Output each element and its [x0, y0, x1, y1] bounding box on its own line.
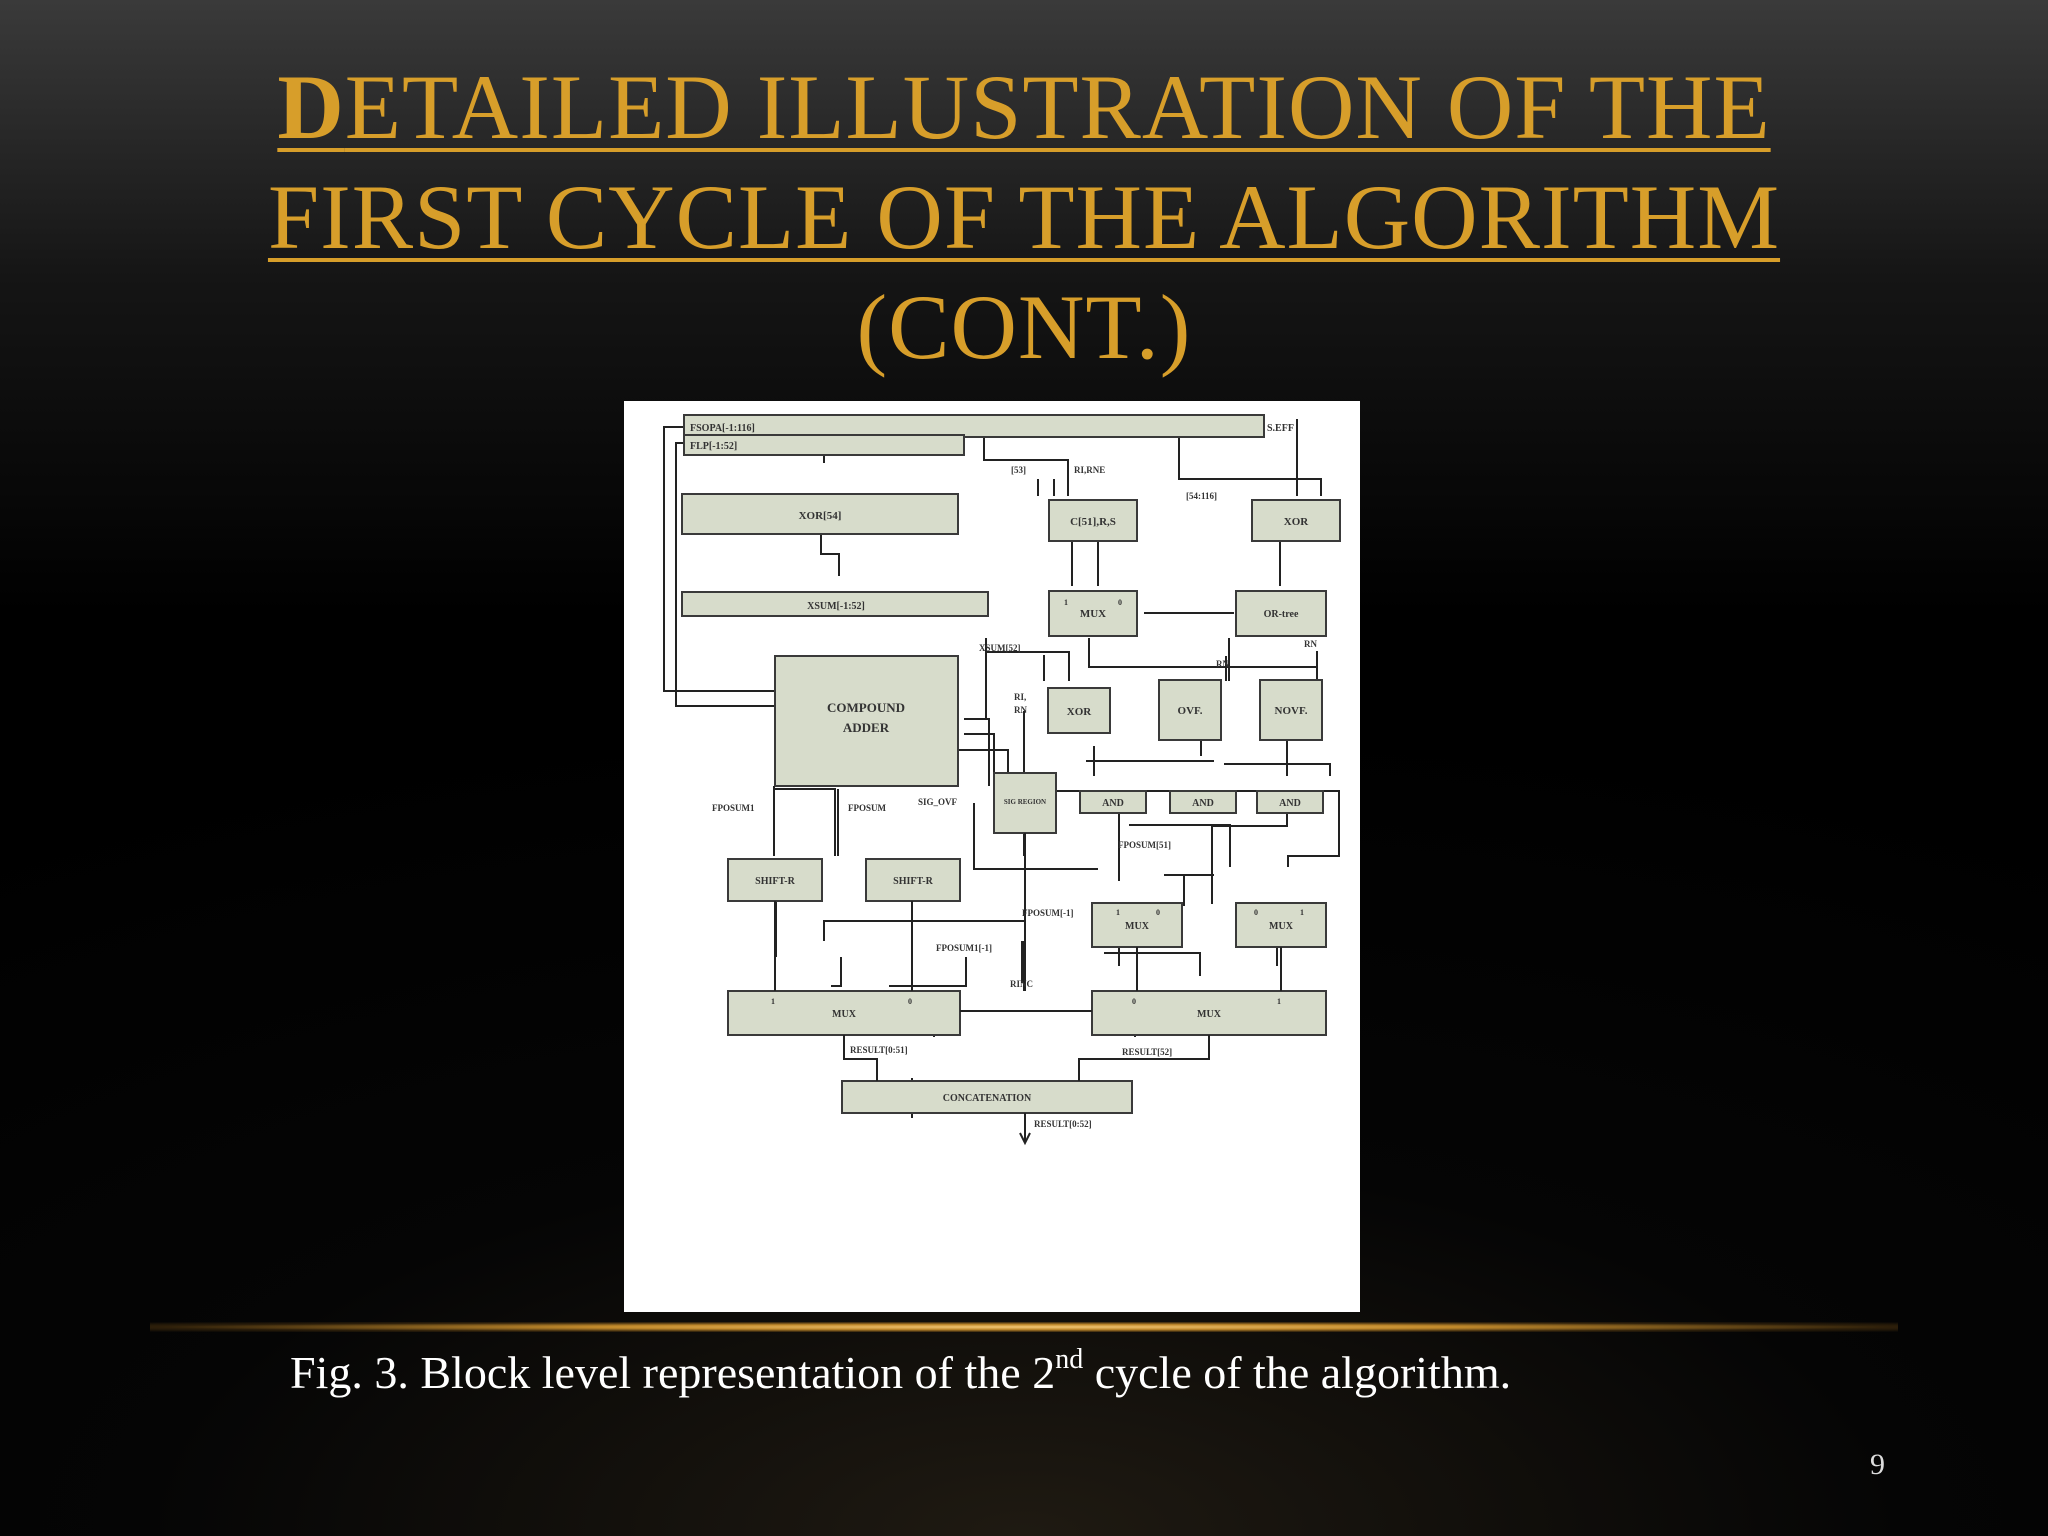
- c51rs-block: C[51],R,S: [1048, 499, 1138, 542]
- shift-r-block-2: SHIFT-R: [865, 858, 961, 902]
- mux-mid2-in-0: 0: [1254, 908, 1258, 917]
- fsopa-label: FSOPA[-1:116]: [690, 423, 755, 434]
- signal-xsum52: XSUM[52]: [979, 643, 1021, 653]
- mux-mid-block-2: MUX: [1235, 902, 1327, 948]
- mux-mid2-in-1: 1: [1300, 908, 1304, 917]
- shift-r-label-2: SHIFT-R: [893, 876, 933, 887]
- compound-adder-block: COMPOUND ADDER: [774, 655, 959, 787]
- mux-bottom-label-1: MUX: [832, 1009, 857, 1020]
- title-initial: D: [277, 56, 345, 158]
- caption-superscript: nd: [1055, 1343, 1084, 1375]
- xor-mid-block: XOR: [1047, 687, 1111, 734]
- signal-sig-ovf: SIG_OVF: [918, 797, 958, 807]
- mux-mid1-in-1: 1: [1116, 908, 1120, 917]
- and-block-2: AND: [1169, 790, 1237, 814]
- gold-divider-line: [150, 1322, 1898, 1332]
- and-block-1: AND: [1079, 790, 1147, 814]
- mux-bottom-block-2: MUX: [1091, 990, 1327, 1036]
- block-diagram-figure: FSOPA[-1:116] FLP[-1:52] S.EFF XOR[54] X…: [624, 401, 1360, 1312]
- mux-top-block: MUX: [1048, 590, 1138, 637]
- signal-fposum1: FPOSUM1: [712, 803, 755, 813]
- diagram-wires-lower: [773, 786, 1282, 1146]
- mux-bot2-in-1: 1: [1277, 997, 1281, 1006]
- mux-bot1-in-1: 1: [771, 997, 775, 1006]
- signal-fposum-minus1: FPOSUM[-1]: [1022, 908, 1074, 918]
- mux-top-label: MUX: [1080, 608, 1106, 620]
- xor-top-label: XOR: [1284, 516, 1310, 528]
- block-diagram: FSOPA[-1:116] FLP[-1:52] S.EFF XOR[54] X…: [663, 414, 1341, 1146]
- title-line-2: FIRST CYCLE OF THE ALGORITHM: [267, 166, 1781, 268]
- ovf-block: OVF.: [1158, 679, 1222, 741]
- xor-top-block: XOR: [1251, 499, 1341, 542]
- mux-bot2-in-0: 0: [1132, 997, 1136, 1006]
- signal-rn-1: RN: [1216, 659, 1229, 669]
- mux-top-in-0: 0: [1118, 598, 1122, 607]
- c51rs-label: C[51],R,S: [1070, 516, 1116, 528]
- signal-54-116: [54:116]: [1186, 491, 1217, 501]
- ovf-label: OVF.: [1178, 705, 1203, 717]
- compound-adder-label-2: ADDER: [843, 720, 890, 735]
- xor54-label: XOR[54]: [799, 510, 842, 522]
- compound-adder-label-1: COMPOUND: [827, 700, 905, 715]
- or-tree-label: OR-tree: [1264, 609, 1299, 620]
- xsum-label: XSUM[-1:52]: [807, 601, 865, 612]
- and-block-3: AND: [1256, 790, 1324, 814]
- mux-mid-label-1: MUX: [1125, 921, 1150, 932]
- signal-rl: RI,: [1014, 692, 1026, 702]
- mux-mid-block-1: MUX: [1091, 902, 1183, 948]
- signal-fposum51: FPOSUM[51]: [1118, 840, 1171, 850]
- signal-rn-3: RN: [1014, 705, 1027, 715]
- or-tree-block: OR-tree: [1235, 590, 1327, 637]
- signal-rinc: RINC: [1010, 979, 1033, 989]
- caption-suffix: cycle of the algorithm.: [1083, 1347, 1512, 1398]
- signal-result-52: RESULT[52]: [1122, 1047, 1172, 1057]
- and-label-1: AND: [1102, 798, 1124, 809]
- signal-53: [53]: [1011, 465, 1026, 475]
- signal-rlrne: RI,RNE: [1074, 465, 1105, 475]
- novf-block: NOVF.: [1259, 679, 1323, 741]
- concatenation-label: CONCATENATION: [943, 1093, 1032, 1104]
- xor-mid-label: XOR: [1067, 706, 1093, 718]
- xsum-register: XSUM[-1:52]: [681, 591, 989, 617]
- title-line-3: (CONT.): [856, 276, 1192, 378]
- caption-prefix: Fig. 3. Block level representation of th…: [290, 1347, 1056, 1398]
- title-line-1: DETAILED ILLUSTRATION OF THE: [0, 52, 2048, 162]
- figure-caption: Fig. 3. Block level representation of th…: [290, 1343, 1512, 1399]
- flp-register: FLP[-1:52]: [683, 434, 965, 456]
- sig-region-label: SIG REGION: [1004, 798, 1046, 806]
- mux-mid-label-2: MUX: [1269, 921, 1294, 932]
- mux-bot1-in-0: 0: [908, 997, 912, 1006]
- fsopa-register: FSOPA[-1:116]: [683, 414, 1265, 438]
- concatenation-block: CONCATENATION: [841, 1080, 1133, 1114]
- seff-label: S.EFF: [1267, 423, 1294, 434]
- shift-r-label-1: SHIFT-R: [755, 876, 795, 887]
- shift-r-block-1: SHIFT-R: [727, 858, 823, 902]
- novf-label: NOVF.: [1275, 705, 1308, 717]
- signal-result-0-52: RESULT[0:52]: [1034, 1119, 1092, 1129]
- and-label-3: AND: [1279, 798, 1301, 809]
- mux-top-in-1: 1: [1064, 598, 1068, 607]
- signal-result-0-51: RESULT[0:51]: [850, 1045, 908, 1055]
- slide-title: DETAILED ILLUSTRATION OF THE FIRST CYCLE…: [0, 52, 2048, 382]
- signal-fposum: FPOSUM: [848, 803, 887, 813]
- page-number: 9: [1870, 1448, 1885, 1481]
- mux-bottom-label-2: MUX: [1197, 1009, 1222, 1020]
- mux-mid1-in-0: 0: [1156, 908, 1160, 917]
- title-line-1-rest: ETAILED ILLUSTRATION OF THE: [344, 56, 1771, 158]
- signal-labels: [53] RI,RNE [54:116] XSUM[52] RN RN RI, …: [712, 465, 1317, 1129]
- xor54-block: XOR[54]: [681, 493, 959, 535]
- signal-rn-2: RN: [1304, 639, 1317, 649]
- sig-region-block: SIG REGION: [993, 772, 1057, 834]
- and-label-2: AND: [1192, 798, 1214, 809]
- mux-bottom-block-1: MUX: [727, 990, 961, 1036]
- flp-label: FLP[-1:52]: [690, 441, 737, 452]
- signal-fposum1-minus1: FPOSUM1[-1]: [936, 943, 992, 953]
